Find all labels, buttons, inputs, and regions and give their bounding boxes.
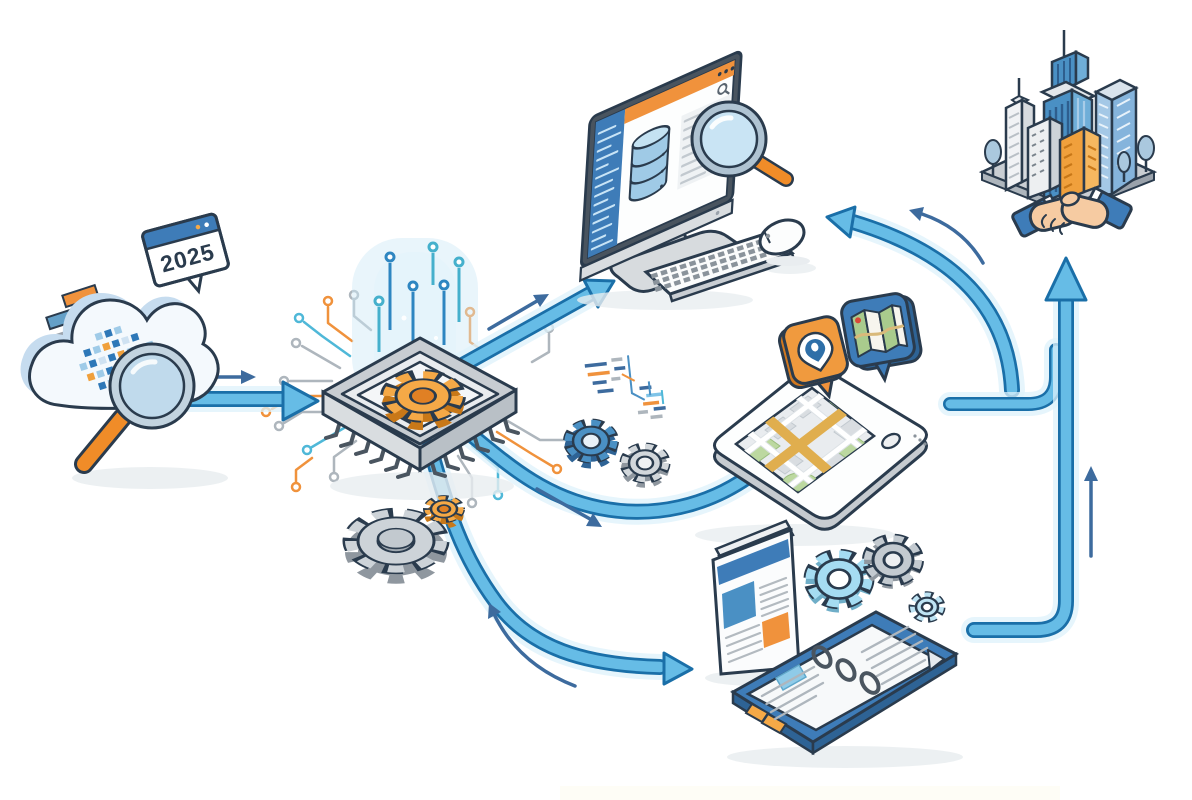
sidebar-lines [590, 124, 622, 251]
binder-rings [811, 645, 881, 695]
folded-map-bubble-icon [840, 292, 923, 384]
city-partnership [978, 30, 1158, 238]
cloud-data-search [20, 283, 228, 489]
folded-map-icon [850, 304, 909, 358]
chip-gear-icon [380, 369, 466, 431]
brochure-icon [705, 519, 809, 686]
processing-gears [342, 495, 465, 584]
lightblue-gear-icon [803, 548, 875, 613]
gray-gear-icon [862, 533, 924, 589]
app-topbar [624, 60, 735, 125]
arrow-feedback-to-monitor [825, 205, 1025, 403]
ring-binder-icon [727, 610, 963, 768]
arrow-chip-to-tablet [445, 411, 772, 525]
large-gray-gear-icon [342, 507, 450, 584]
magnifier-icon [74, 342, 196, 474]
small-lightblue-gear-icon [908, 591, 946, 623]
brochure-header [717, 539, 790, 585]
page-fold-corner [926, 648, 946, 672]
data-tree-icon [584, 355, 666, 420]
brochure-lines [724, 576, 790, 664]
database-icon [628, 125, 671, 202]
location-pin-bubble-icon [778, 315, 849, 400]
home-button [881, 432, 901, 450]
cloud-shadow [72, 467, 228, 489]
accent-arrows [196, 207, 1098, 688]
monitor-screen [579, 50, 743, 283]
year-browser-badge: 2025 [141, 212, 230, 295]
map-pin-icon [797, 331, 834, 373]
brochure-image-block [722, 581, 756, 629]
monitor-database-search [577, 50, 816, 310]
bottom-tint [560, 786, 1060, 800]
blue-gear-icon [563, 418, 619, 469]
tree-icon [984, 135, 1155, 182]
screen-magnifier-icon [690, 100, 794, 187]
binder-tab [760, 712, 788, 735]
cpu-chip-icon [321, 336, 520, 500]
chip-pins [324, 418, 520, 479]
binder-text-lines [760, 625, 929, 721]
badge-dot-white [204, 222, 209, 228]
document-gears [803, 533, 946, 623]
arrow-output-to-city [938, 256, 1088, 643]
sync-gears [563, 418, 671, 488]
small-orange-gear-icon [423, 495, 465, 529]
gray-gear-icon [619, 442, 671, 488]
search-icon [717, 83, 730, 95]
map-tablet [695, 292, 928, 546]
brochure-accent-block [762, 612, 790, 648]
handshake-icon [1011, 186, 1133, 238]
badge-dot-orange [195, 224, 201, 230]
mouse-icon [758, 218, 810, 266]
city-buildings-icon [984, 30, 1155, 204]
